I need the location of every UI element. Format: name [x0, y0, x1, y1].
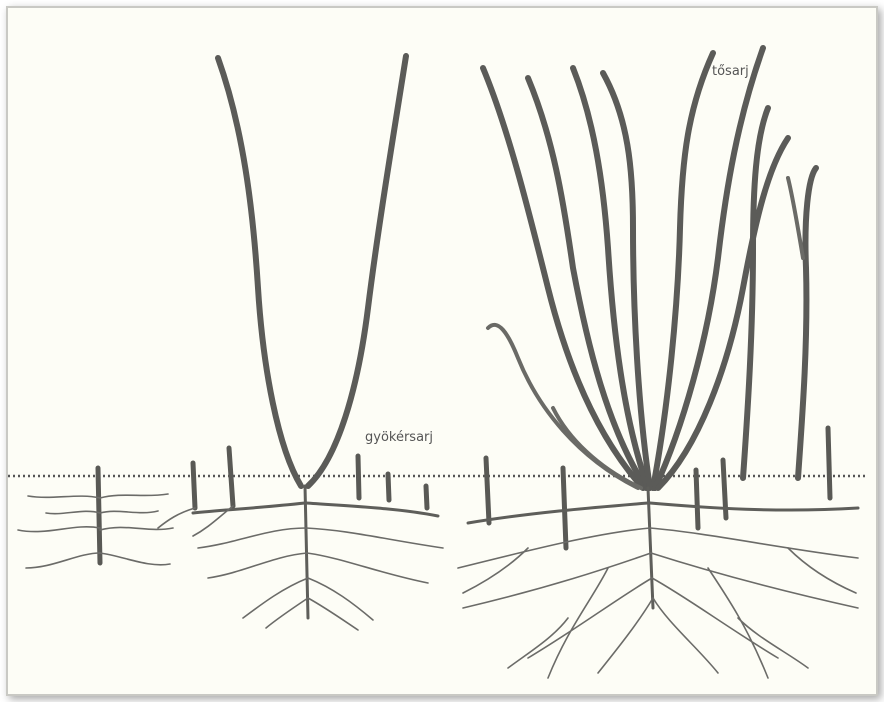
root-branch: [243, 578, 308, 618]
root-branch: [26, 553, 100, 568]
mature-plant: [458, 48, 858, 678]
main-root: [648, 488, 653, 608]
lateral-root: [193, 503, 305, 513]
root-branch: [788, 548, 856, 593]
lateral-root: [468, 503, 648, 523]
root-sucker-shoot: [229, 448, 233, 506]
root-branch: [651, 553, 858, 608]
root-branch: [266, 598, 308, 628]
root-sucker-shoot: [426, 486, 427, 508]
root-branch: [46, 511, 100, 513]
root-sucker-label: gyökérsarj: [365, 430, 433, 445]
root-sucker-shoot: [193, 463, 195, 508]
root-sucker-shoot: [486, 458, 489, 523]
root-branch: [653, 598, 718, 673]
root-branch: [100, 494, 168, 498]
root-branch: [308, 578, 373, 620]
root-sucker-shoot: [358, 456, 359, 498]
root-sucker-shoot: [696, 470, 698, 528]
root-branch: [463, 548, 528, 593]
cane-branch: [788, 178, 803, 258]
middle-plant: [158, 56, 443, 630]
root-branch: [548, 568, 608, 678]
root-branch: [528, 578, 652, 658]
root-branch: [198, 528, 306, 548]
root-branch: [18, 527, 100, 532]
root-branch: [100, 553, 170, 565]
root-branch: [458, 528, 650, 568]
raspberry-plant-diagram: gyökérsarj tősarj: [8, 8, 876, 694]
root-sucker-shoot: [388, 474, 389, 500]
root-branch: [306, 528, 443, 548]
lateral-root: [306, 503, 438, 516]
young-plant: [18, 468, 173, 568]
lateral-root: [650, 503, 858, 510]
root-sucker-shoot: [828, 428, 830, 498]
root-sucker-shoot: [563, 468, 566, 548]
root-branch: [208, 553, 307, 578]
top-shoot-label: tősarj: [712, 64, 749, 79]
root-branch: [307, 553, 428, 583]
cane-right: [308, 56, 406, 486]
cane: [573, 68, 648, 488]
cane: [743, 108, 768, 478]
root-branch: [100, 511, 158, 513]
root-branch: [100, 527, 173, 530]
cane-left: [218, 58, 301, 486]
root-branch: [158, 508, 195, 528]
young-plant-stem: [98, 468, 100, 563]
root-branch: [598, 598, 653, 673]
root-branch: [652, 578, 778, 658]
root-branch: [738, 618, 808, 668]
root-branch: [650, 528, 858, 558]
root-branch: [508, 618, 568, 668]
root-branch: [463, 553, 651, 608]
cane: [798, 168, 816, 478]
illustration-frame: gyökérsarj tősarj: [6, 6, 878, 696]
root-branch: [28, 496, 100, 498]
